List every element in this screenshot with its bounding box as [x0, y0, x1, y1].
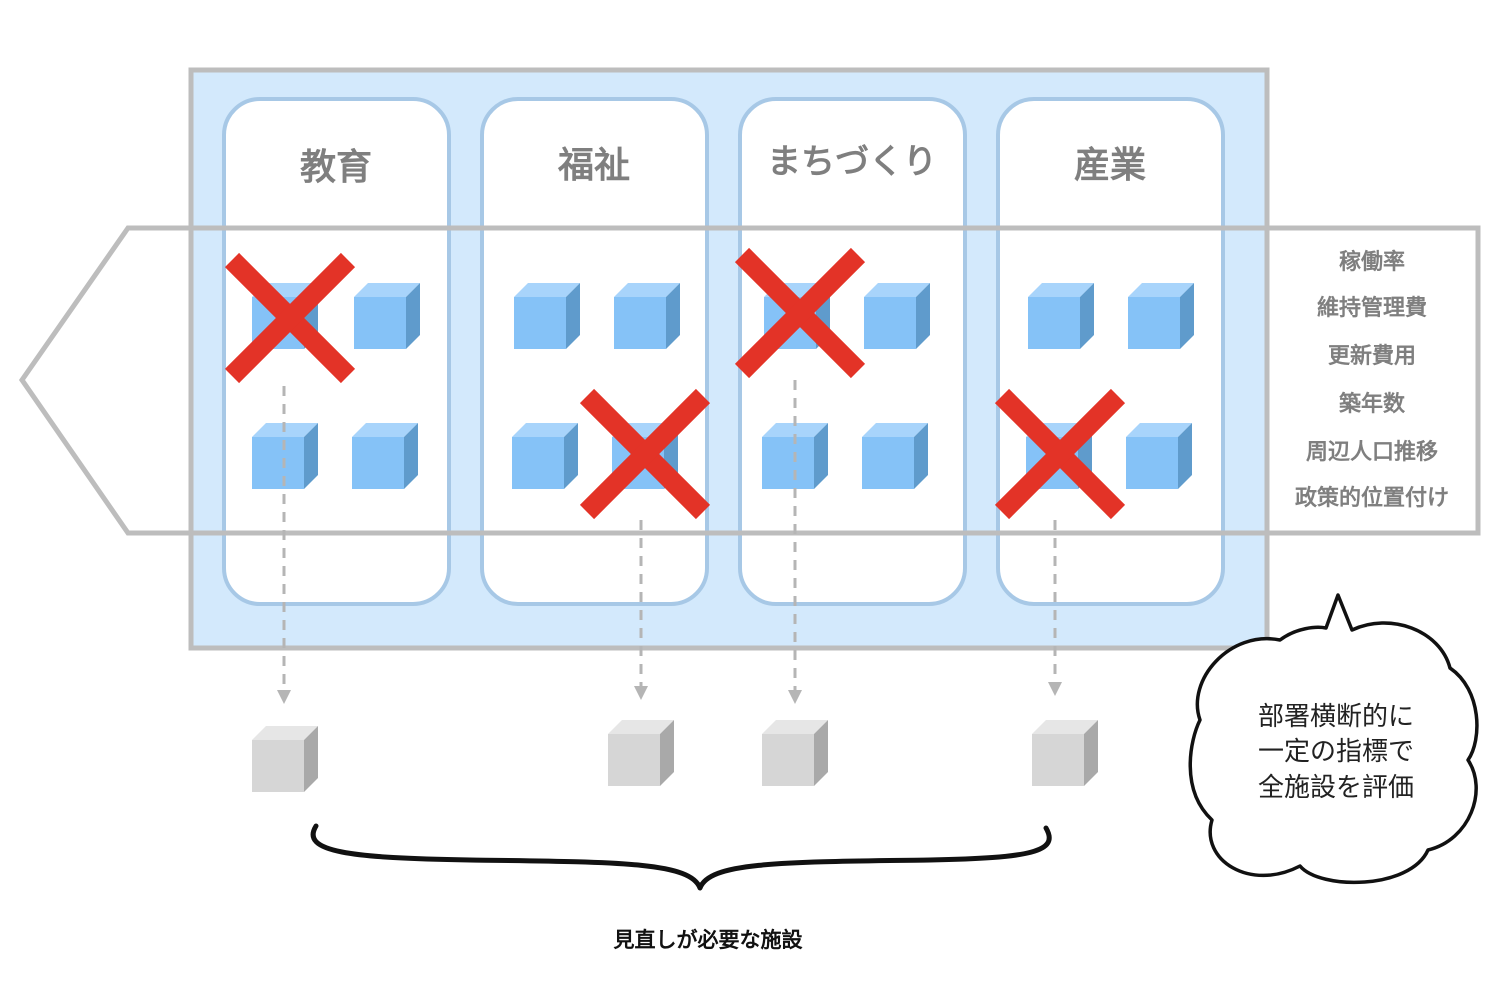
- dashed-down-arrow-icon: [1048, 520, 1062, 696]
- facility-cube-icon: [1126, 423, 1192, 489]
- curly-brace: [310, 823, 1052, 891]
- note-line-3: 全施設を評価: [1257, 773, 1414, 803]
- facility-cube-icon: [614, 283, 680, 349]
- review-facility-cube-icon: [1032, 720, 1098, 786]
- facility-cube-icon: [512, 423, 578, 489]
- department-title-industry: 産業: [1073, 145, 1146, 186]
- review-facility-cube-icon: [608, 720, 674, 786]
- review-facility-cube-icon: [762, 720, 828, 786]
- facility-cube-icon: [1028, 283, 1094, 349]
- facility-cube-icon: [862, 423, 928, 489]
- review-caption: 見直しが必要な施設: [613, 928, 803, 952]
- dashed-down-arrow-icon: [277, 386, 291, 704]
- department-title-town-planning: まちづくり: [767, 142, 937, 182]
- dashed-down-arrow-icon: [634, 520, 648, 700]
- criteria-policy-positioning: 政策的位置付け: [1294, 486, 1449, 511]
- criteria-building-age: 築年数: [1338, 392, 1405, 417]
- evaluation-arrow-band: [18, 225, 1481, 536]
- department-title-education: 教育: [299, 147, 372, 188]
- criteria-maintenance-cost: 維持管理費: [1316, 296, 1427, 321]
- speech-bubble: [1188, 593, 1479, 885]
- department-title-welfare: 福祉: [557, 145, 630, 186]
- facility-cube-icon: [352, 423, 418, 489]
- facility-cube-icon: [864, 283, 930, 349]
- facility-cube-icon: [1128, 283, 1194, 349]
- review-facility-cube-icon: [252, 726, 318, 792]
- criteria-utilization-rate: 稼働率: [1338, 250, 1405, 275]
- criteria-renewal-cost: 更新費用: [1327, 344, 1416, 369]
- note-line-2: 一定の指標で: [1257, 737, 1414, 767]
- facility-cube-icon: [354, 283, 420, 349]
- criteria-population-trend: 周辺人口推移: [1305, 440, 1438, 465]
- facility-cube-icon: [514, 283, 580, 349]
- note-line-1: 部署横断的に: [1257, 702, 1414, 732]
- dashed-down-arrow-icon: [788, 380, 802, 704]
